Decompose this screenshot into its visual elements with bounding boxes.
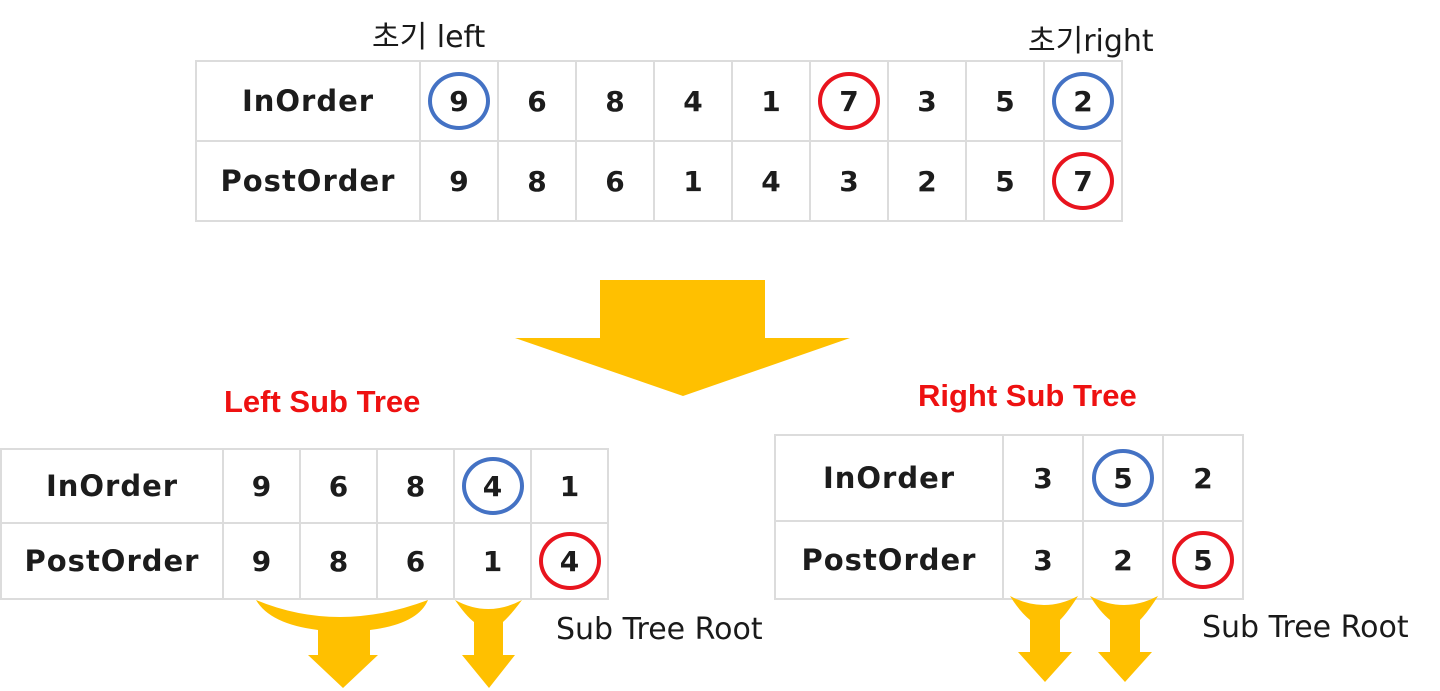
postorder-cell: 6 [575,140,655,222]
inorder-row: InOrder 9 6 8 4 1 7 3 5 2 [195,60,1123,142]
postorder-header: PostOrder [195,140,421,222]
inorder-cell: 1 [530,448,609,524]
right-subtree-table: InOrder 3 5 2 PostOrder 3 2 5 [774,434,1244,600]
inorder-cell: 5 [965,60,1045,142]
inorder-cell: 4 [653,60,733,142]
left-subtree-root-caption: Sub Tree Root [556,612,763,647]
inorder-row: InOrder 9 6 8 4 1 [0,448,609,524]
inorder-header: InOrder [0,448,224,524]
left-root-down-arrow-icon [455,600,522,688]
inorder-cell: 8 [575,60,655,142]
postorder-cell: 9 [419,140,499,222]
postorder-cell: 3 [809,140,889,222]
postorder-cell: 2 [1082,520,1164,600]
right-subtree-root-caption: Sub Tree Root [1202,610,1409,645]
postorder-cell: 8 [497,140,577,222]
top-order-table: InOrder 9 6 8 4 1 7 3 5 2 PostOrder 9 8 … [195,60,1123,222]
inorder-cell: 6 [299,448,378,524]
right-second-down-arrow-icon [1090,596,1158,682]
postorder-header: PostOrder [774,520,1004,600]
inorder-cell: 2 [1162,434,1244,522]
postorder-cell: 4 [731,140,811,222]
inorder-cell: 1 [731,60,811,142]
inorder-cell: 7 [809,60,889,142]
inorder-cell: 9 [222,448,301,524]
postorder-cell: 1 [653,140,733,222]
initial-right-label: 초기right [1028,24,1154,59]
postorder-header: PostOrder [0,522,224,600]
left-branch-curved-arrow-icon [256,600,428,688]
left-subtree-title: Left Sub Tree [224,384,421,419]
inorder-header: InOrder [774,434,1004,522]
left-subtree-table: InOrder 9 6 8 4 1 PostOrder 9 8 6 1 4 [0,448,609,600]
initial-left-label: 초기 left [372,20,486,55]
inorder-cell: 3 [887,60,967,142]
postorder-cell: 3 [1002,520,1084,600]
postorder-row: PostOrder 3 2 5 [774,520,1244,600]
split-down-arrow-icon [515,280,850,396]
postorder-cell: 9 [222,522,301,600]
inorder-cell: 6 [497,60,577,142]
inorder-cell: 3 [1002,434,1084,522]
inorder-cell: 4 [453,448,532,524]
postorder-cell: 2 [887,140,967,222]
inorder-row: InOrder 3 5 2 [774,434,1244,522]
postorder-cell: 8 [299,522,378,600]
postorder-row: PostOrder 9 8 6 1 4 [0,522,609,600]
postorder-cell: 6 [376,522,455,600]
right-first-down-arrow-icon [1010,596,1078,682]
postorder-cell: 5 [965,140,1045,222]
postorder-row: PostOrder 9 8 6 1 4 3 2 5 7 [195,140,1123,222]
inorder-cell: 8 [376,448,455,524]
postorder-cell: 1 [453,522,532,600]
right-subtree-title: Right Sub Tree [918,378,1137,413]
inorder-header: InOrder [195,60,421,142]
